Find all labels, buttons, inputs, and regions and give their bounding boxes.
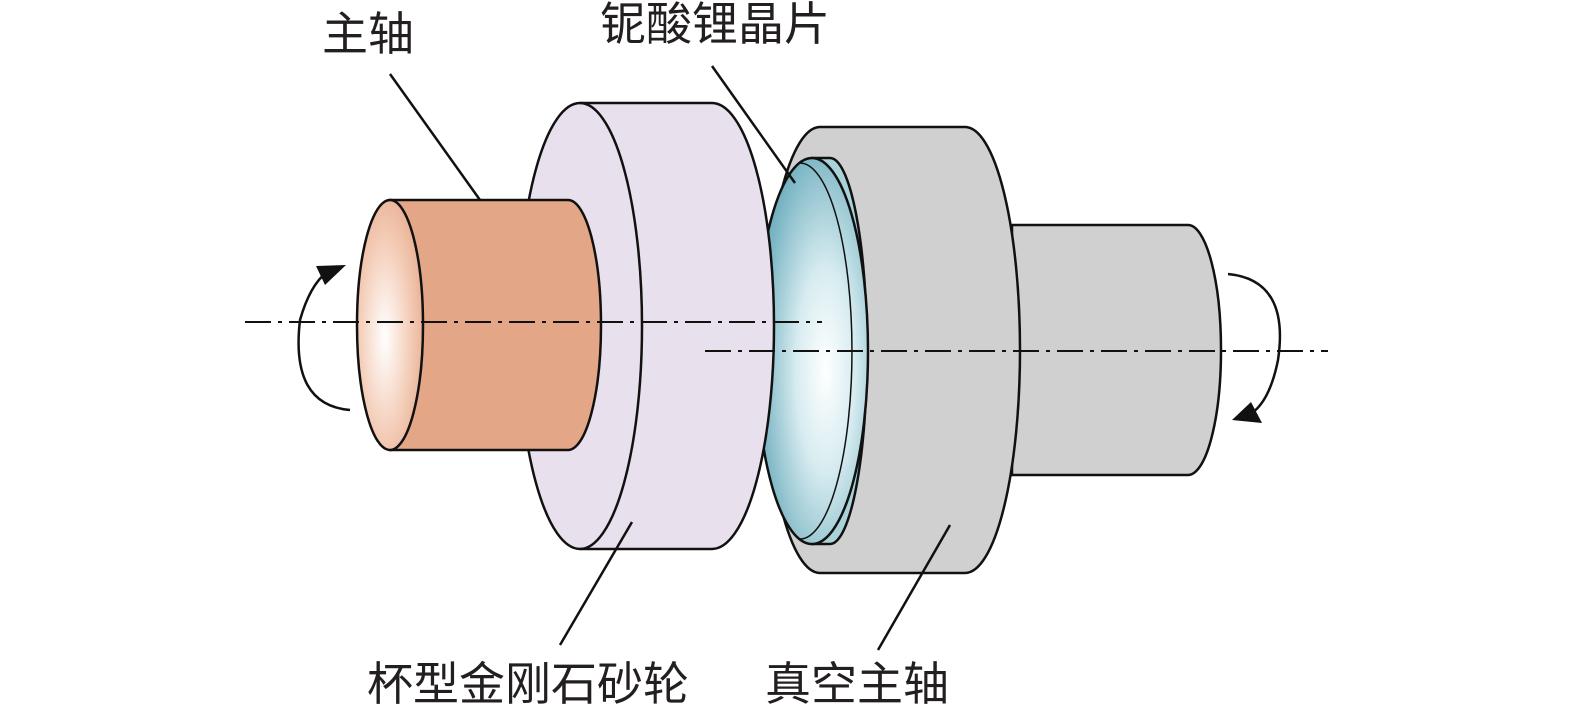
crystal-wafer-leader-line: [710, 65, 797, 184]
crystal-wafer-label: 铌酸锂晶片: [600, 0, 830, 51]
spindle-label: 主轴: [322, 7, 414, 61]
vacuum-spindle-leader-line: [876, 524, 952, 651]
vacuum-spindle-label: 真空主轴: [765, 657, 949, 711]
rotation-arrow-left-icon: [297, 265, 351, 412]
cup-wheel-leader-line: [558, 521, 634, 646]
spindle-leader-line: [388, 73, 482, 201]
cup-wheel-label: 杯型金刚石砂轮: [367, 657, 689, 711]
rotation-arrow-right-icon: [1227, 272, 1282, 423]
spindle: [355, 198, 603, 452]
